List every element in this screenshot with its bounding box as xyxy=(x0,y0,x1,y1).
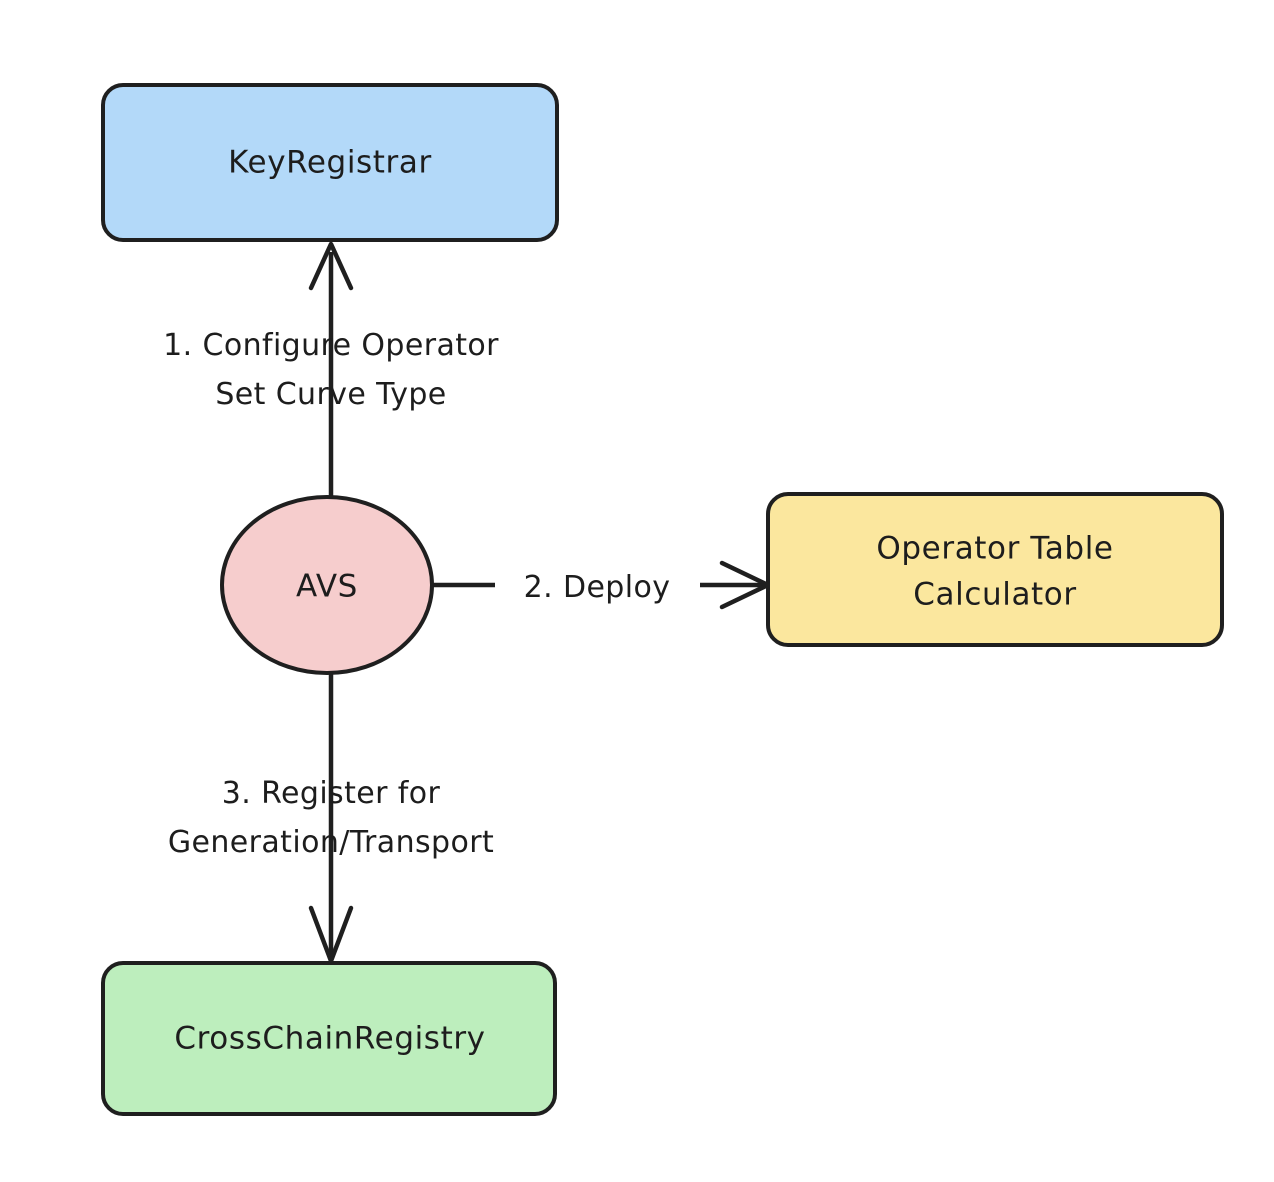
node-avs-shape xyxy=(220,495,434,675)
edge-3-label-line2: Generation/Transport xyxy=(168,825,494,860)
edge-1-label-line2: Set Curve Type xyxy=(215,377,446,412)
edge-1-arrowhead-up-icon xyxy=(308,241,354,291)
node-avs[interactable]: AVS xyxy=(220,495,434,675)
node-keyregistrar[interactable]: KeyRegistrar xyxy=(101,83,559,242)
edge-3-label-line1: 3. Register for xyxy=(222,776,441,811)
node-keyregistrar-shape xyxy=(101,83,559,242)
node-operator-table-calculator-label-line1: Operator Table xyxy=(876,531,1113,567)
node-crosschainregistry-shape xyxy=(101,961,557,1116)
edge-2-label-line1: 2. Deploy xyxy=(524,570,671,605)
edge-avs-to-operator-table-calculator[interactable]: 2. Deploy xyxy=(432,560,771,610)
node-operator-table-calculator-shape xyxy=(766,492,1224,647)
node-crosschainregistry[interactable]: CrossChainRegistry xyxy=(101,961,557,1116)
edge-1-label-line1: 1. Configure Operator xyxy=(163,328,499,363)
node-operator-table-calculator[interactable]: Operator Table Calculator xyxy=(766,492,1224,647)
node-crosschainregistry-label: CrossChainRegistry xyxy=(174,1021,485,1057)
edge-avs-to-keyregistrar[interactable]: 1. Configure Operator Set Curve Type xyxy=(163,241,499,497)
node-operator-table-calculator-label-line2: Calculator xyxy=(913,577,1076,613)
edge-avs-to-crosschainregistry[interactable]: 3. Register for Generation/Transport xyxy=(168,673,494,964)
node-avs-label: AVS xyxy=(296,569,358,605)
node-keyregistrar-label: KeyRegistrar xyxy=(228,145,432,181)
